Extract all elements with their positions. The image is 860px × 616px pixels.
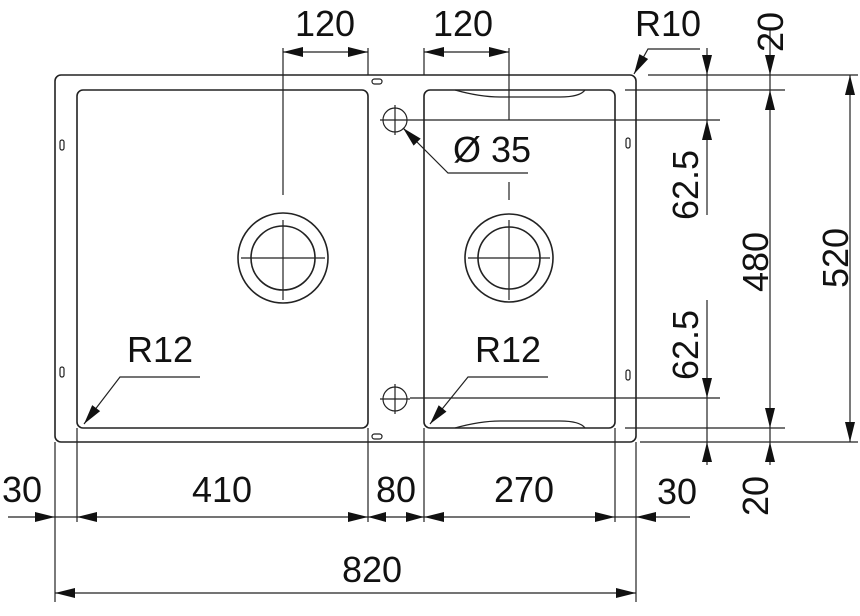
arrowhead — [55, 588, 75, 598]
mounting-slot — [625, 369, 631, 381]
arrowhead — [406, 512, 424, 522]
dim-right-rim: 30 — [657, 471, 697, 512]
tap-hole-bottom — [380, 384, 410, 414]
arrowhead — [765, 90, 775, 110]
mounting-slot — [59, 366, 65, 378]
arrowhead — [765, 442, 775, 462]
sink-outline — [54, 74, 637, 443]
left-bowl — [76, 89, 369, 429]
right-drain — [464, 213, 554, 303]
arrowhead — [35, 512, 55, 522]
arrowhead — [77, 512, 97, 522]
dim-left-bowl-radius: R12 — [127, 329, 193, 370]
dim-overall-width: 820 — [342, 549, 402, 590]
right-bowl — [423, 89, 616, 429]
dim-left-rim: 30 — [2, 469, 42, 510]
dim-divider-width: 80 — [376, 469, 416, 510]
dimension-arrows — [35, 47, 855, 598]
arrowhead — [845, 422, 855, 442]
tap-hole-top — [380, 105, 410, 135]
left-drain — [237, 212, 329, 304]
arrowhead — [616, 588, 636, 598]
arrowhead — [702, 55, 712, 75]
leader-arrowhead — [634, 54, 649, 74]
arrowhead — [765, 55, 775, 75]
dim-tap-offset-top: 62.5 — [665, 150, 706, 220]
dim-left-drain-offset: 120 — [295, 3, 355, 44]
arrowhead — [424, 47, 444, 57]
arrowhead — [636, 512, 656, 522]
arrowhead — [595, 512, 615, 522]
arrowhead — [845, 75, 855, 95]
arrowhead — [368, 512, 386, 522]
dim-tap-hole-diameter: Ø 35 — [453, 129, 531, 170]
overflow-slot — [371, 78, 383, 85]
dim-outer-radius: R10 — [635, 3, 701, 44]
arrowhead — [283, 47, 303, 57]
arrowhead — [424, 512, 444, 522]
arrowhead — [702, 378, 712, 398]
arrowhead — [765, 408, 775, 428]
leader-arrowhead — [403, 128, 421, 146]
right-bowl-bottom-recess — [454, 420, 586, 429]
leader-arrowhead — [430, 405, 447, 424]
arrowhead — [702, 442, 712, 462]
right-bowl-top-recess — [454, 89, 586, 98]
arrowhead — [348, 47, 368, 57]
arrowhead — [489, 47, 509, 57]
dim-bottom-rim: 20 — [735, 476, 776, 516]
dim-tap-offset-bottom: 62.5 — [665, 310, 706, 380]
leader-arrowhead — [84, 405, 101, 424]
overflow-slot — [371, 433, 383, 440]
mounting-slot — [625, 137, 631, 149]
dim-bowl-depth: 480 — [735, 232, 776, 292]
arrowhead — [348, 512, 368, 522]
mounting-slot — [59, 139, 65, 151]
dim-left-bowl-width: 410 — [192, 469, 252, 510]
arrowhead — [702, 120, 712, 140]
dim-top-rim: 20 — [750, 12, 791, 52]
dim-right-drain-offset: 120 — [433, 3, 493, 44]
dim-right-bowl-width: 270 — [494, 469, 554, 510]
dim-right-bowl-radius: R12 — [475, 329, 541, 370]
dim-overall-depth: 520 — [815, 228, 856, 288]
